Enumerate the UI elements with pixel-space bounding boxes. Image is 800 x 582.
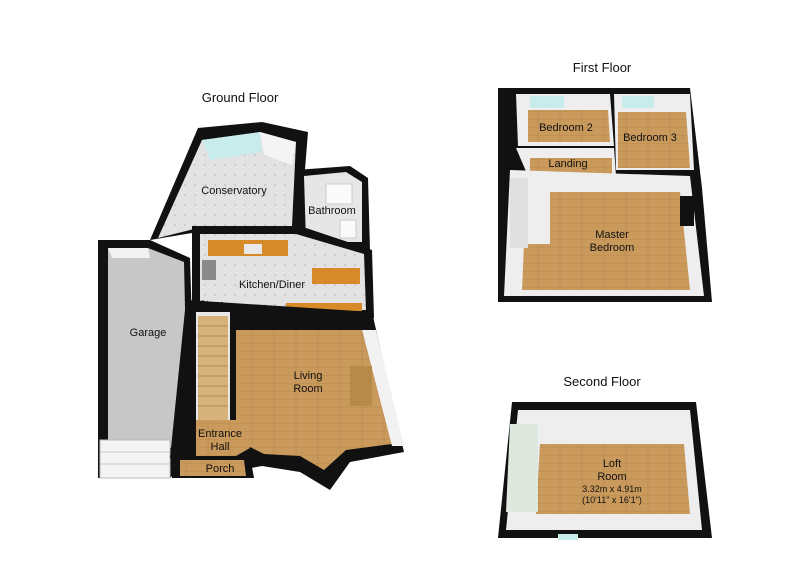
bathroom-area <box>296 166 370 250</box>
store-label: Store <box>199 299 225 311</box>
master-bedroom-label-line1: Master <box>595 229 629 241</box>
master-bedroom-label-line2: Bedroom <box>590 242 635 254</box>
kitchen-diner <box>192 226 374 318</box>
garage-door <box>99 439 171 479</box>
porch-label: Porch <box>206 463 235 475</box>
first-floor: First Floor Bedroom 2 Bedroom 3 Landing … <box>498 60 712 302</box>
first-floor-title: First Floor <box>573 60 632 75</box>
living-block <box>170 300 404 490</box>
landing-label: Landing <box>548 158 587 170</box>
living-room-label-line1: Living <box>294 370 323 382</box>
entrance-hall-label-line2: Hall <box>211 441 230 453</box>
loft-room-dimensions-imperial: (10'11" x 16'1") <box>582 495 642 505</box>
entrance-hall-label-line1: Entrance <box>198 428 242 440</box>
second-floor-title: Second Floor <box>563 374 641 389</box>
loft-room-floor <box>536 444 690 514</box>
hob-icon <box>202 260 216 280</box>
ground-floor-title: Ground Floor <box>202 90 279 105</box>
living-room-label-line2: Room <box>293 383 322 395</box>
bedroom-2-floor <box>528 110 610 142</box>
kitchen-diner-label: Kitchen/Diner <box>239 279 305 291</box>
garage-label: Garage <box>130 327 167 339</box>
living-sofa <box>350 366 372 406</box>
loft-room-dimensions-metric: 3.32m x 4.91m <box>582 484 642 494</box>
bedroom-3-floor <box>618 112 690 168</box>
second-floor: Second Floor Loft Room 3.32m x 4.91m (10… <box>498 374 712 540</box>
master-bedroom-floor <box>522 192 690 290</box>
conservatory-glass <box>202 132 262 160</box>
conservatory <box>150 122 308 240</box>
loft-room-label-line1: Loft <box>603 458 621 470</box>
garage <box>98 240 196 479</box>
conservatory-label: Conservatory <box>201 185 267 197</box>
loft-stairs <box>506 424 538 512</box>
bedroom-3-label: Bedroom 3 <box>623 132 677 144</box>
staircase <box>198 316 228 420</box>
ground-floor: Ground Floor Conservatory Bathroom Garag… <box>98 90 404 490</box>
loft-room-label-line2: Room <box>597 471 626 483</box>
bedroom-2-label: Bedroom 2 <box>539 122 593 134</box>
bathroom-label: Bathroom <box>308 205 356 217</box>
